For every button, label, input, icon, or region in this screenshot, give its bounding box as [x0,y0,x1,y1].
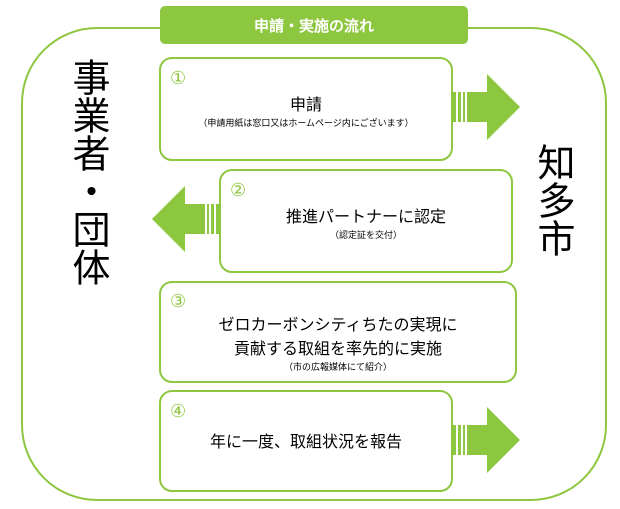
header-tab [160,6,468,44]
step-2-note: （認定証を交付） [330,229,402,241]
right-party-label: 知多市 [531,143,575,257]
step-3: ③ ゼロカーボンシティちたの実現に 貢献する取組を率先的に実施 （市の広報媒体に… [159,281,517,383]
header: 申請・実施の流れ [160,6,468,44]
left-party-label: 事業者・団体 [66,58,110,286]
step-3-note: （市の広報媒体にて紹介） [284,361,392,373]
step-3-title-line-1: ゼロカーボンシティちたの実現に [218,315,457,334]
step-3-box [159,281,517,383]
step-3-number: ③ [170,291,186,312]
step-1: ① 申請 （申請用紙は窓口又はホームページ内にございます） [159,57,520,161]
step-1-title: 申請 [290,95,322,114]
step-4-title: 年に一度、取組状況を報告 [210,432,402,451]
step-2-title: 推進パートナーに認定 [286,207,446,226]
step-2-arrow-left [152,186,220,252]
step-1-arrow-right [452,74,520,140]
step-1-note: （申請用紙は窓口又はホームページ内にございます） [198,117,413,129]
step-2: ② 推進パートナーに認定 （認定証を交付） [152,169,513,273]
step-4-arrow-right [452,407,520,473]
step-4-number: ④ [170,401,186,422]
step-1-number: ① [170,68,186,89]
step-4: ④ 年に一度、取組状況を報告 [159,390,520,492]
step-3-title-line-2: 貢献する取組を率先的に実施 [234,339,442,358]
header-title: 申請・実施の流れ [254,17,374,35]
step-2-number: ② [230,180,246,201]
